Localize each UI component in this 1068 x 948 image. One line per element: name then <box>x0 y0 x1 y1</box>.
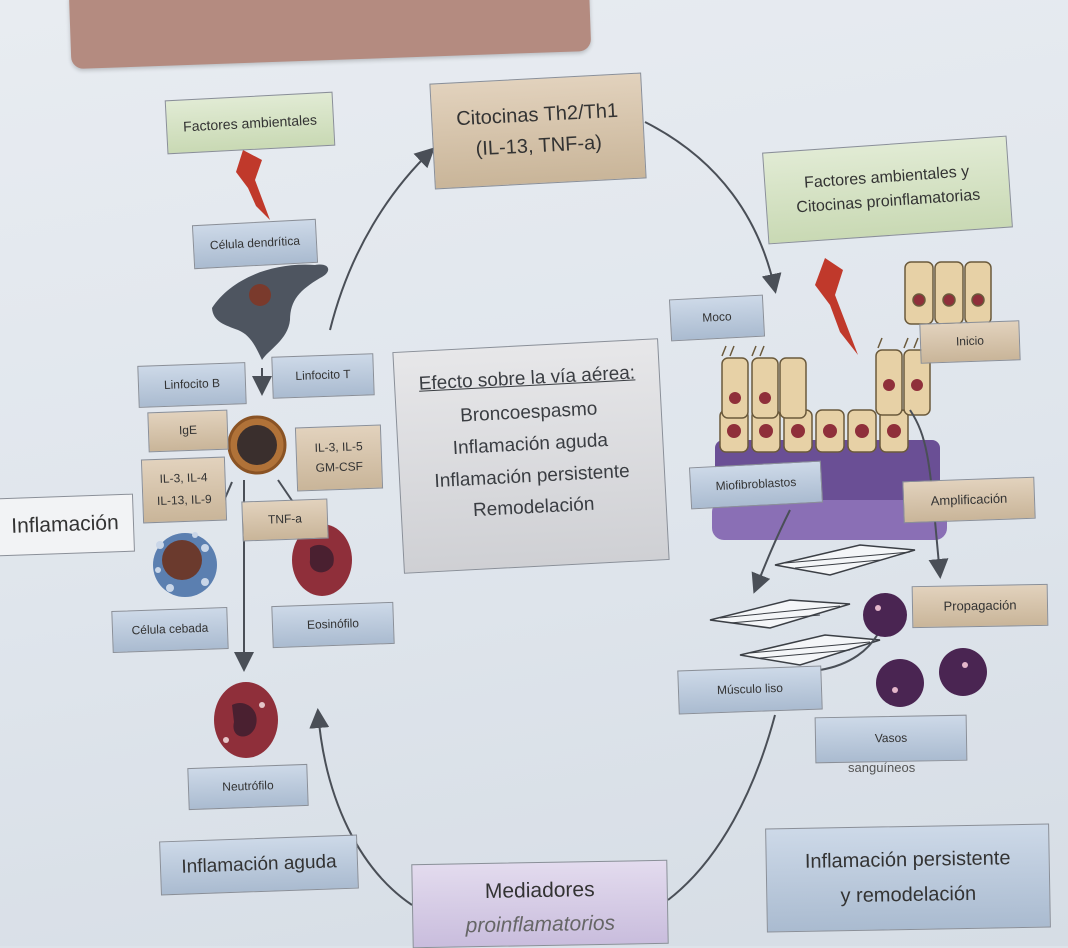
label-tnf-a: TNF-a <box>241 499 328 542</box>
label-factores-ambientales: Factores ambientales <box>165 92 336 155</box>
label-celula-cebada: Célula cebada <box>111 607 228 653</box>
center-panel-title: Efecto sobre la vía aérea: <box>418 362 635 395</box>
label-inflamacion-aguda: Inflamación aguda <box>159 835 359 896</box>
label-miofibroblastos: Miofibroblastos <box>689 461 823 510</box>
label-moco: Moco <box>669 295 765 342</box>
mast-cell-icon <box>153 532 217 597</box>
center-panel-item: Broncoespasmo <box>460 398 598 427</box>
cycle-arrow-left-up <box>330 150 432 330</box>
citocinas-line-2: (IL-13, TNF-a) <box>475 132 602 162</box>
label-il3-il5-gmcsf: IL-3, IL-5 GM-CSF <box>295 425 383 492</box>
lightning-icon-right <box>815 258 858 355</box>
mediadores-line-1: Mediadores <box>485 878 595 904</box>
il3-il5-text: IL-3, IL-5 <box>314 440 362 455</box>
cycle-arrow-top-right <box>645 122 775 290</box>
dendritic-cell-icon <box>212 264 328 360</box>
label-factores-citocinas: Factores ambientales y Citocinas proinfl… <box>762 136 1013 245</box>
label-eosinofilo: Eosinófilo <box>271 602 394 648</box>
il13-il9-text: IL-13, IL-9 <box>157 493 212 509</box>
label-mediadores: Mediadores proinflamatorios <box>411 860 668 948</box>
label-inflamacion: Inflamación <box>0 494 135 557</box>
label-propagacion: Propagación <box>912 584 1049 628</box>
label-musculo-liso: Músculo liso <box>677 666 822 715</box>
goblet-cells-icon <box>905 262 991 324</box>
label-celula-dendritica: Célula dendrítica <box>192 219 318 269</box>
label-citocinas: Citocinas Th2/Th1 (IL-13, TNF-a) <box>429 73 646 190</box>
label-vasos: Vasos <box>815 715 968 764</box>
neutrophil-icon <box>214 682 278 758</box>
label-inflamacion-persistente: Inflamación persistente y remodelación <box>765 824 1051 933</box>
label-neutrofilo: Neutrófilo <box>187 764 308 810</box>
persistente-line-1: Inflamación persistente <box>805 847 1011 874</box>
persistente-line-2: y remodelación <box>840 883 976 908</box>
label-inicio: Inicio <box>919 320 1020 363</box>
label-linfocito-b: Linfocito B <box>137 362 246 408</box>
center-panel: Efecto sobre la vía aérea: Broncoespasmo… <box>392 338 669 574</box>
center-panel-item: Inflamación persistente <box>434 460 630 492</box>
center-panel-item: Inflamación aguda <box>452 430 608 460</box>
citocinas-line-1: Citocinas Th2/Th1 <box>456 100 619 131</box>
mediadores-line-2: proinflamatorios <box>465 912 615 939</box>
gm-csf-text: GM-CSF <box>315 460 363 475</box>
label-linfocito-t: Linfocito T <box>271 353 374 399</box>
label-sanguineos: sanguíneos <box>848 760 915 775</box>
label-amplificacion: Amplificación <box>902 477 1035 524</box>
center-panel-item: Remodelación <box>473 494 595 522</box>
il3-il4-text: IL-3, IL-4 <box>159 471 207 486</box>
lightning-icon-left <box>236 150 270 220</box>
cycle-arrow-right-down <box>668 715 775 900</box>
label-il3-il4-il13-il9: IL-3, IL-4 IL-13, IL-9 <box>141 457 227 524</box>
label-ige: IgE <box>147 410 228 453</box>
